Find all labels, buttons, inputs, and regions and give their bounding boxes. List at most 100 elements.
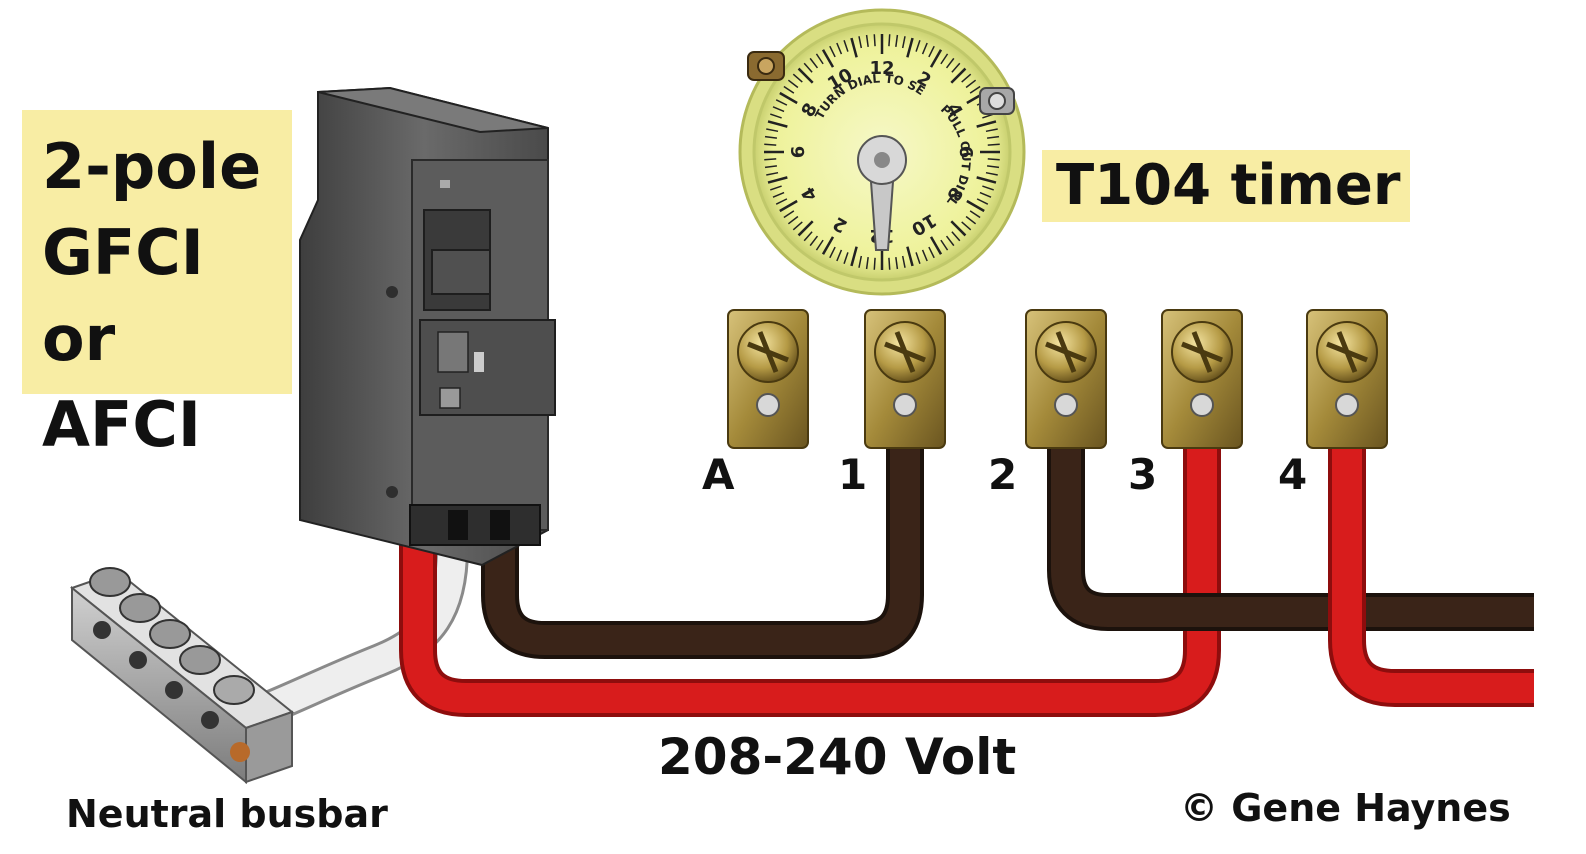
dial-tick [950, 67, 967, 84]
dial-number: 6 [955, 146, 976, 159]
dial-tick [929, 236, 943, 255]
busbar-screws [89, 567, 255, 705]
load-red-wire-from-terminal-4-core [1332, 440, 1534, 703]
terminal-label-1: 1 [838, 450, 868, 499]
dial-tick [888, 34, 891, 47]
dial-tick [772, 106, 785, 113]
neutral-busbar [69, 567, 295, 785]
dial-tick [792, 73, 803, 83]
dial-tick [797, 220, 814, 237]
dial-tick [809, 57, 819, 69]
breaker-label-line-3: or AFCI [42, 302, 201, 461]
dial-tick [928, 246, 935, 259]
dial-tick [766, 128, 779, 133]
dial-tick [815, 53, 824, 65]
dial-tick [764, 158, 777, 161]
dial-tick [865, 34, 869, 48]
terminal-label-a: A [702, 450, 735, 499]
dial-tick [951, 231, 961, 242]
load-black-wire-from-terminal-2-core [1051, 440, 1534, 627]
dial-tick [775, 198, 788, 205]
dial-tick [951, 62, 961, 73]
dial-tick [764, 135, 778, 139]
dial-tick [969, 210, 981, 219]
dial-tick [815, 239, 824, 251]
dial-tick [966, 199, 985, 213]
timer-label: T104 timer [1056, 153, 1401, 218]
dial-tick [915, 252, 921, 264]
dial-tick [915, 40, 921, 52]
terminal-strip [727, 309, 1388, 449]
dial-tick [929, 49, 943, 68]
dial-tick [895, 34, 899, 48]
neutral-white-wire-core [254, 534, 466, 722]
dial-tick [976, 120, 997, 128]
dial-tick [921, 249, 928, 262]
dial-tick [787, 215, 799, 225]
breaker-label-line-2: GFCI [42, 216, 204, 289]
dial-tick [961, 73, 972, 83]
terminal-3 [1161, 309, 1243, 449]
dial-tick [764, 143, 777, 146]
dial-tick [888, 257, 891, 270]
voltage-label: 208-240 Volt [658, 728, 1017, 786]
dial-tick [767, 120, 788, 128]
dial-tick [901, 36, 906, 49]
dial-tick [965, 215, 977, 225]
dial-tick [770, 113, 782, 119]
dial-tick [961, 221, 972, 231]
dial-tick [783, 210, 795, 219]
busbar-label: Neutral busbar [66, 792, 388, 836]
dial-tick [821, 49, 835, 68]
hot-red-wire-to-terminal-3-core [403, 440, 1217, 713]
dial-number: 12 [869, 58, 894, 79]
dial-tick [986, 165, 1000, 169]
dial-tick [829, 246, 836, 259]
dial-tick [850, 37, 858, 58]
dial-tick [985, 171, 998, 176]
dial-tick [803, 231, 813, 242]
dial-tick [779, 199, 798, 213]
terminal-4 [1306, 309, 1388, 449]
on-tripper [747, 51, 785, 81]
dial-tick [950, 220, 967, 237]
dial-tick [858, 255, 863, 268]
hot-black-wire-to-terminal-1-core [485, 440, 920, 655]
dial-tick [821, 236, 835, 255]
dial-tick [928, 45, 935, 58]
dial-tick [965, 79, 977, 89]
terminal-label-2: 2 [988, 450, 1018, 499]
dial-tick [969, 85, 981, 94]
terminal-1 [864, 309, 946, 449]
dial-tick [982, 185, 994, 191]
dial-tick [945, 57, 955, 69]
dial-tick [895, 256, 899, 270]
dial-tick [770, 185, 782, 191]
gfci-breaker [299, 86, 556, 567]
dial-tick [987, 158, 1000, 161]
dial-tick [858, 36, 863, 49]
terminal-2 [1025, 309, 1107, 449]
dial-tick [829, 45, 836, 58]
dial-tick [921, 42, 928, 55]
dial-tick [764, 165, 778, 169]
dial-tick [865, 256, 869, 270]
copyright-label: © Gene Haynes [1180, 786, 1511, 830]
dial-tick [783, 85, 795, 94]
dial-tick [766, 171, 779, 176]
dial-tick [787, 79, 799, 89]
dial-tick [775, 99, 788, 106]
dial-tick [843, 40, 849, 52]
dial-tick [836, 42, 843, 55]
dial-number: 6 [788, 146, 809, 159]
dial-tick [850, 246, 858, 267]
dial-tick [792, 221, 803, 231]
dial-tick [767, 176, 788, 184]
dial-tick [986, 135, 1000, 139]
dial-tick [906, 37, 914, 58]
test-button [437, 331, 469, 373]
off-tripper [979, 87, 1015, 115]
dial-tick [779, 91, 798, 105]
dial-tick [940, 239, 949, 251]
